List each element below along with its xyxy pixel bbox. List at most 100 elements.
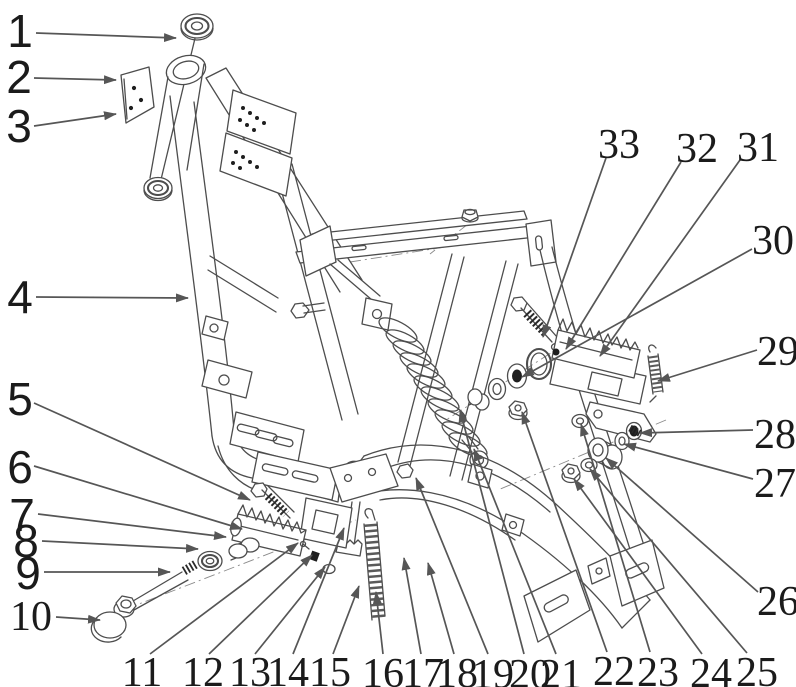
callout-11: 11 <box>122 542 299 687</box>
part-number-label: 8 <box>13 515 39 567</box>
callout-4: 4 <box>7 271 189 323</box>
leader-line-7 <box>37 513 227 541</box>
part-number-label: 7 <box>9 489 35 541</box>
part-number-label: 23 <box>637 650 679 687</box>
footpeg-pivot-pin <box>552 348 560 356</box>
footpeg-mount-bracket <box>299 497 353 549</box>
callout-5: 5 <box>7 373 251 501</box>
callout-6: 6 <box>7 441 243 530</box>
callout-31: 31 <box>599 125 779 357</box>
callout-17: 17 <box>401 557 444 687</box>
swing-arm <box>337 444 665 643</box>
part-number-label: 10 <box>10 594 52 640</box>
axle-bolt <box>127 571 189 611</box>
leader-line-25 <box>589 468 748 654</box>
leader-line-8 <box>41 540 199 553</box>
left-footpeg-assembly <box>90 482 353 643</box>
callout-10: 10 <box>10 594 101 640</box>
footpeg-bolt-head <box>250 482 268 498</box>
leader-line-15 <box>332 585 360 655</box>
heel-plate-lower <box>251 451 339 501</box>
part-number-label: 22 <box>593 649 635 687</box>
part-number-label: 33 <box>598 122 640 168</box>
leader-line-6 <box>33 465 243 530</box>
callout-33: 33 <box>542 122 640 338</box>
leader-line-22 <box>521 411 608 653</box>
part-number-label: 21 <box>540 652 582 687</box>
footpeg-bearing <box>197 550 223 572</box>
tank-plate-upper <box>226 89 297 155</box>
leader-line-4 <box>35 293 189 303</box>
callout-32: 32 <box>565 126 718 350</box>
callout-20: 20 <box>458 409 551 687</box>
leader-line-26 <box>605 457 759 593</box>
leader-line-2 <box>33 75 117 85</box>
callout-7: 7 <box>9 489 227 541</box>
callout-14: 14 <box>267 527 345 687</box>
part-number-label: 12 <box>182 650 224 687</box>
callout-8: 8 <box>13 515 199 567</box>
callout-9: 9 <box>15 547 171 599</box>
part-number-label: 29 <box>757 329 796 375</box>
leader-line-27 <box>623 442 754 480</box>
part-number-label: 14 <box>267 650 309 687</box>
pivot-bolt <box>396 463 414 479</box>
callout-22: 22 <box>521 411 635 687</box>
leader-line-14 <box>292 527 345 655</box>
part-number-label: 31 <box>737 125 779 171</box>
steering-head-assembly <box>120 13 214 202</box>
part-number-label: 11 <box>122 650 162 687</box>
part-number-label: 32 <box>676 126 718 172</box>
rack-flange-nut <box>461 208 479 223</box>
part-number-label: 17 <box>402 651 444 687</box>
callout-30: 30 <box>521 218 794 378</box>
brake-pedal-assembly <box>329 453 399 621</box>
flange-nut-24 <box>561 463 581 484</box>
number-plate <box>120 66 155 124</box>
callout-13: 13 <box>229 566 326 687</box>
leader-line-13 <box>254 566 326 655</box>
washer-23 <box>571 413 589 429</box>
leader-line-17 <box>401 557 422 655</box>
callout-19: 19 <box>415 477 514 687</box>
leader-line-10 <box>55 614 101 624</box>
leader-line-24 <box>573 478 703 655</box>
leader-line-1 <box>35 32 177 43</box>
part-number-label: 27 <box>754 461 796 507</box>
footpeg-hex-spacer <box>467 388 490 411</box>
leader-line-11 <box>149 542 299 655</box>
part-number-label: 24 <box>690 651 732 687</box>
part-number-label: 2 <box>6 51 32 103</box>
callout-15: 15 <box>309 585 360 687</box>
leader-line-20 <box>458 409 525 655</box>
part-number-label: 15 <box>309 650 351 687</box>
callout-16: 16 <box>362 591 404 687</box>
callout-21: 21 <box>473 448 582 687</box>
callout-26: 26 <box>605 457 796 625</box>
spring-bolt-coil <box>523 309 551 338</box>
shock-top-bolt <box>290 302 310 319</box>
callout-3: 3 <box>6 100 117 152</box>
part-number-label: 3 <box>6 100 32 152</box>
leader-line-12 <box>208 554 313 655</box>
part-number-label: 26 <box>757 579 796 625</box>
rear-shock <box>290 297 489 470</box>
footpeg-spacer <box>228 537 260 561</box>
leader-line-18 <box>426 562 455 655</box>
footpeg-bolt-spring <box>264 492 290 518</box>
leader-line-5 <box>33 402 251 501</box>
part-number-label: 18 <box>436 651 478 687</box>
main-frame <box>169 67 363 503</box>
kickstand-spring <box>648 355 663 393</box>
leader-line-21 <box>473 448 557 655</box>
leader-line-32 <box>565 161 682 350</box>
part-number-label: 13 <box>229 650 271 687</box>
callout-18: 18 <box>426 562 478 687</box>
leader-line-23 <box>580 423 651 653</box>
dropout-plate-left <box>523 569 591 643</box>
part-number-label: 5 <box>7 373 33 425</box>
seat-rack <box>295 208 557 301</box>
callout-2: 2 <box>6 51 117 103</box>
